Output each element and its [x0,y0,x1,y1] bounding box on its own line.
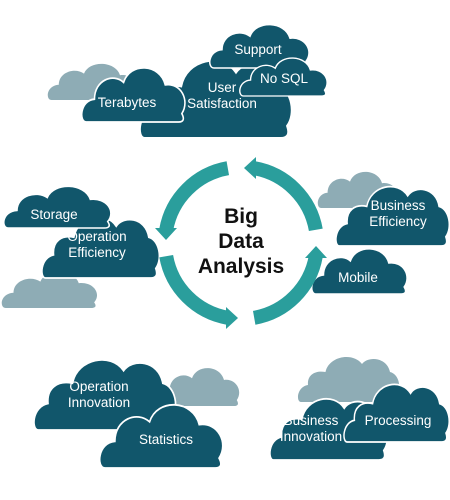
cloud-processing: Processing [343,383,450,443]
cloud-label-line: Innovation [68,395,130,410]
cycle-arc-top-right [252,161,323,232]
cloud-label: Processing [365,413,432,428]
cycle-arc-bottom-left [159,254,230,325]
cloud-label: Mobile [338,270,378,285]
cloud-mobile: Mobile [311,248,408,295]
cloud-label-line: Business [371,198,426,213]
cloud-label-line: Efficiency [68,245,126,260]
cloud-label-line: Storage [30,207,77,222]
cloud-terabytes: Terabytes [80,66,186,123]
center-title-line-2: Data [218,230,264,253]
cycle-arc-bottom-right [252,254,323,325]
cloud-support: Support [209,23,310,69]
cycle-ring [155,157,327,329]
center-title-line-1: Big [224,205,258,228]
cloud-label-line: No SQL [260,71,309,86]
cycle-arrowhead-right [305,246,327,258]
cycle-arrowhead-bottom [226,307,238,329]
cloud-label-line: User [208,80,237,95]
cloud-label: Support [234,42,282,57]
cloud-label-line: Support [234,42,282,57]
cloud-label: No SQL [260,71,309,86]
cloud-label-line: Business [284,413,339,428]
cloud-label-line: Innovation [280,429,342,444]
cloud-label: Statistics [139,432,193,447]
cycle-arc-top-left [159,161,230,232]
center-cycle: Big Data Analysis [155,157,327,329]
cloud-label-line: Efficiency [369,214,427,229]
cloud-statistics: Statistics [98,403,224,469]
cycle-arrowhead-left [155,228,177,240]
cloud-storage: Storage [2,185,112,229]
cycle-arrowhead-top [244,157,256,179]
cloud-label: Storage [30,207,77,222]
cloud-label-line: Satisfaction [187,96,257,111]
cloud-label-line: Terabytes [98,95,157,110]
cloud-no-sql: No SQL [239,57,328,97]
cloud-label-line: Operation [67,229,126,244]
center-title-line-3: Analysis [198,255,284,278]
cloud-label-line: Processing [365,413,432,428]
cloud-label-line: Operation [69,379,128,394]
cloud-label-line: Mobile [338,270,378,285]
cloud-label-line: Statistics [139,432,193,447]
cloud-label: Terabytes [98,95,157,110]
